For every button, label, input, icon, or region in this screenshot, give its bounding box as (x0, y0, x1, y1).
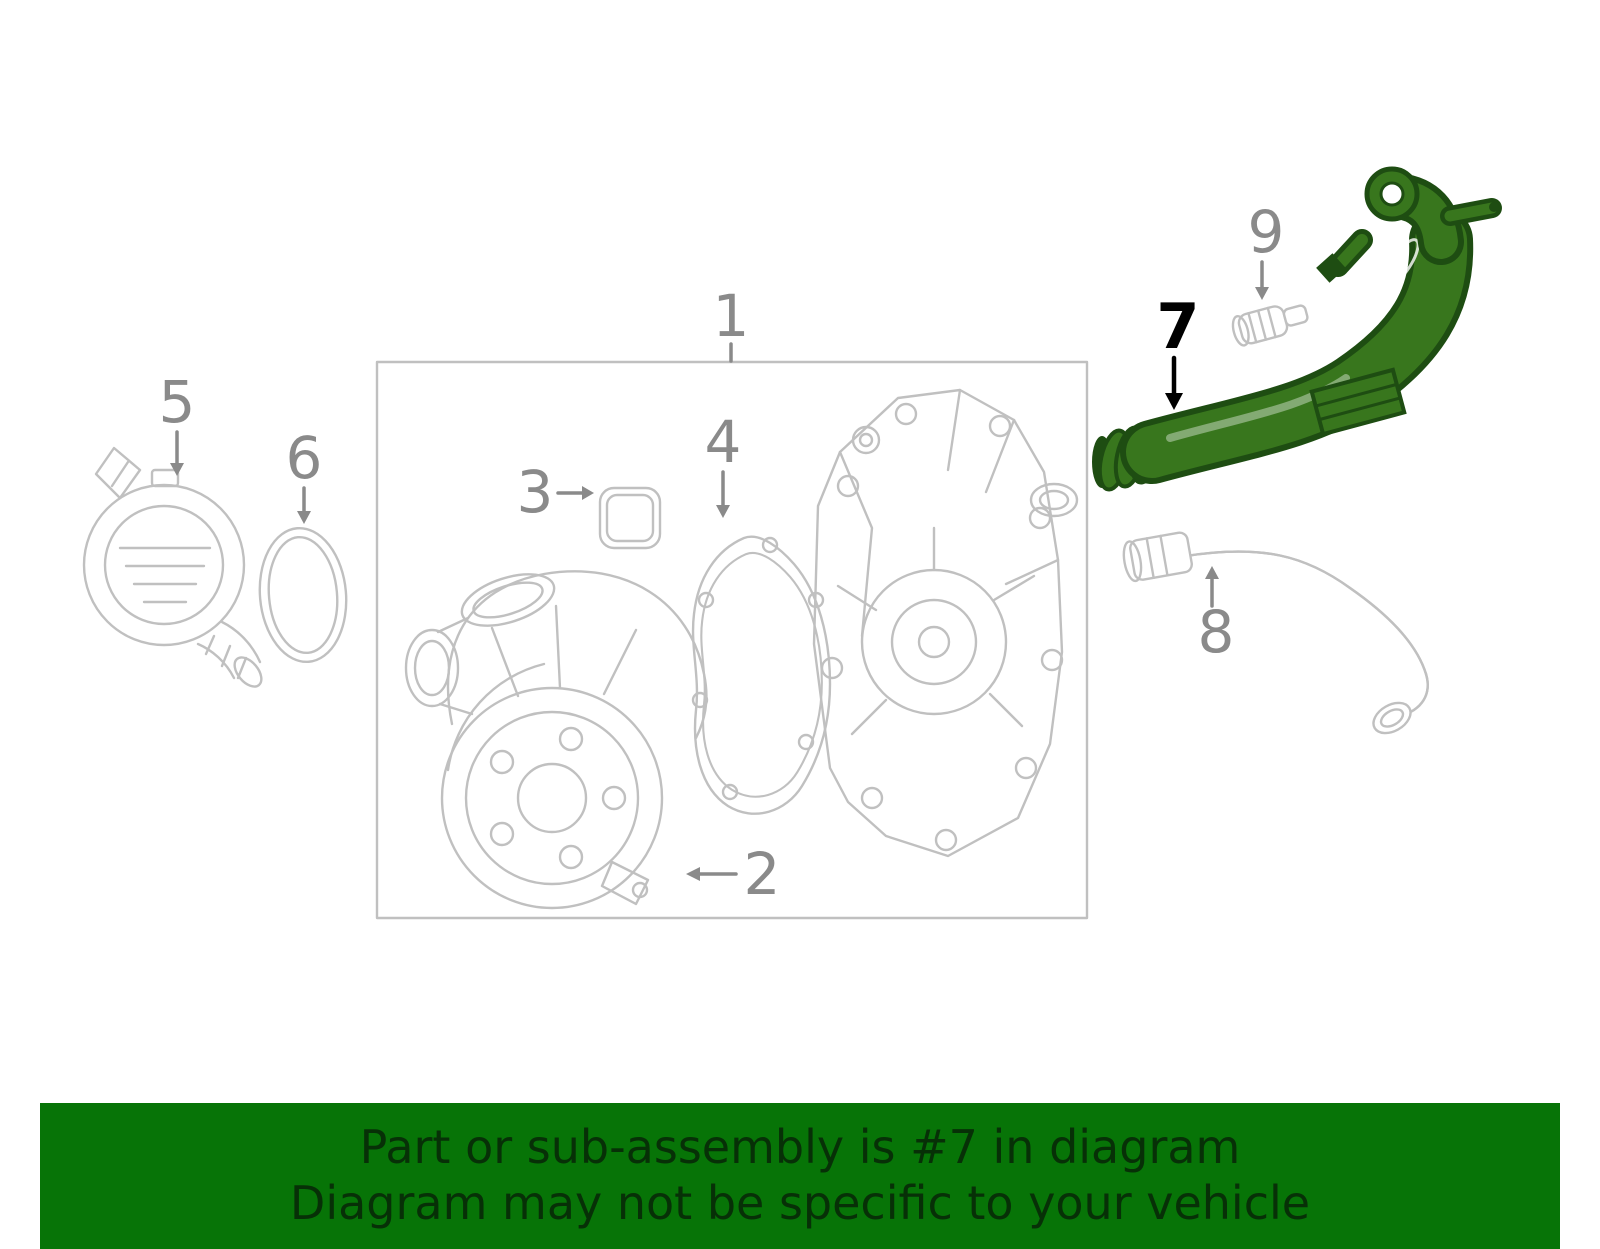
callout-4: 4 (705, 408, 742, 518)
callouts: 1 2 3 4 5 (159, 198, 1285, 908)
callout-3-label: 3 (517, 458, 554, 526)
callout-1: 1 (713, 282, 750, 363)
callout-5: 5 (159, 368, 196, 476)
callout-3: 3 (517, 458, 594, 526)
vehicle-note-banner: Part or sub-assembly is #7 in diagram Di… (40, 1103, 1560, 1249)
callout-7-highlighted: 7 (1156, 290, 1200, 410)
gasket-part-4 (691, 535, 832, 815)
callout-2-label: 2 (744, 840, 781, 908)
callout-9-label: 9 (1248, 198, 1285, 266)
callout-9: 9 (1248, 198, 1285, 300)
timing-cover-housing (812, 388, 1079, 858)
callout-7-label: 7 (1156, 290, 1199, 363)
seal-part-3 (598, 486, 662, 550)
callout-8-label: 8 (1198, 598, 1235, 666)
callout-6: 6 (286, 424, 323, 524)
callout-4-label: 4 (705, 408, 742, 476)
callout-6-label: 6 (286, 424, 323, 492)
water-pump-part-2 (404, 570, 708, 910)
callout-1-label: 1 (713, 282, 750, 350)
callout-2: 2 (686, 840, 780, 908)
coolant-pipe-part-8 (1122, 531, 1429, 735)
o-ring-part-6 (258, 526, 348, 664)
callout-5-label: 5 (159, 368, 196, 436)
connector-part-9 (1231, 304, 1309, 347)
callout-8: 8 (1198, 566, 1235, 666)
coolant-hose-part-7-highlighted (1092, 166, 1502, 492)
banner-line-1: Part or sub-assembly is #7 in diagram (359, 1120, 1241, 1175)
banner-line-2: Diagram may not be specific to your vehi… (289, 1176, 1311, 1230)
thermostat-part-5 (82, 446, 263, 688)
